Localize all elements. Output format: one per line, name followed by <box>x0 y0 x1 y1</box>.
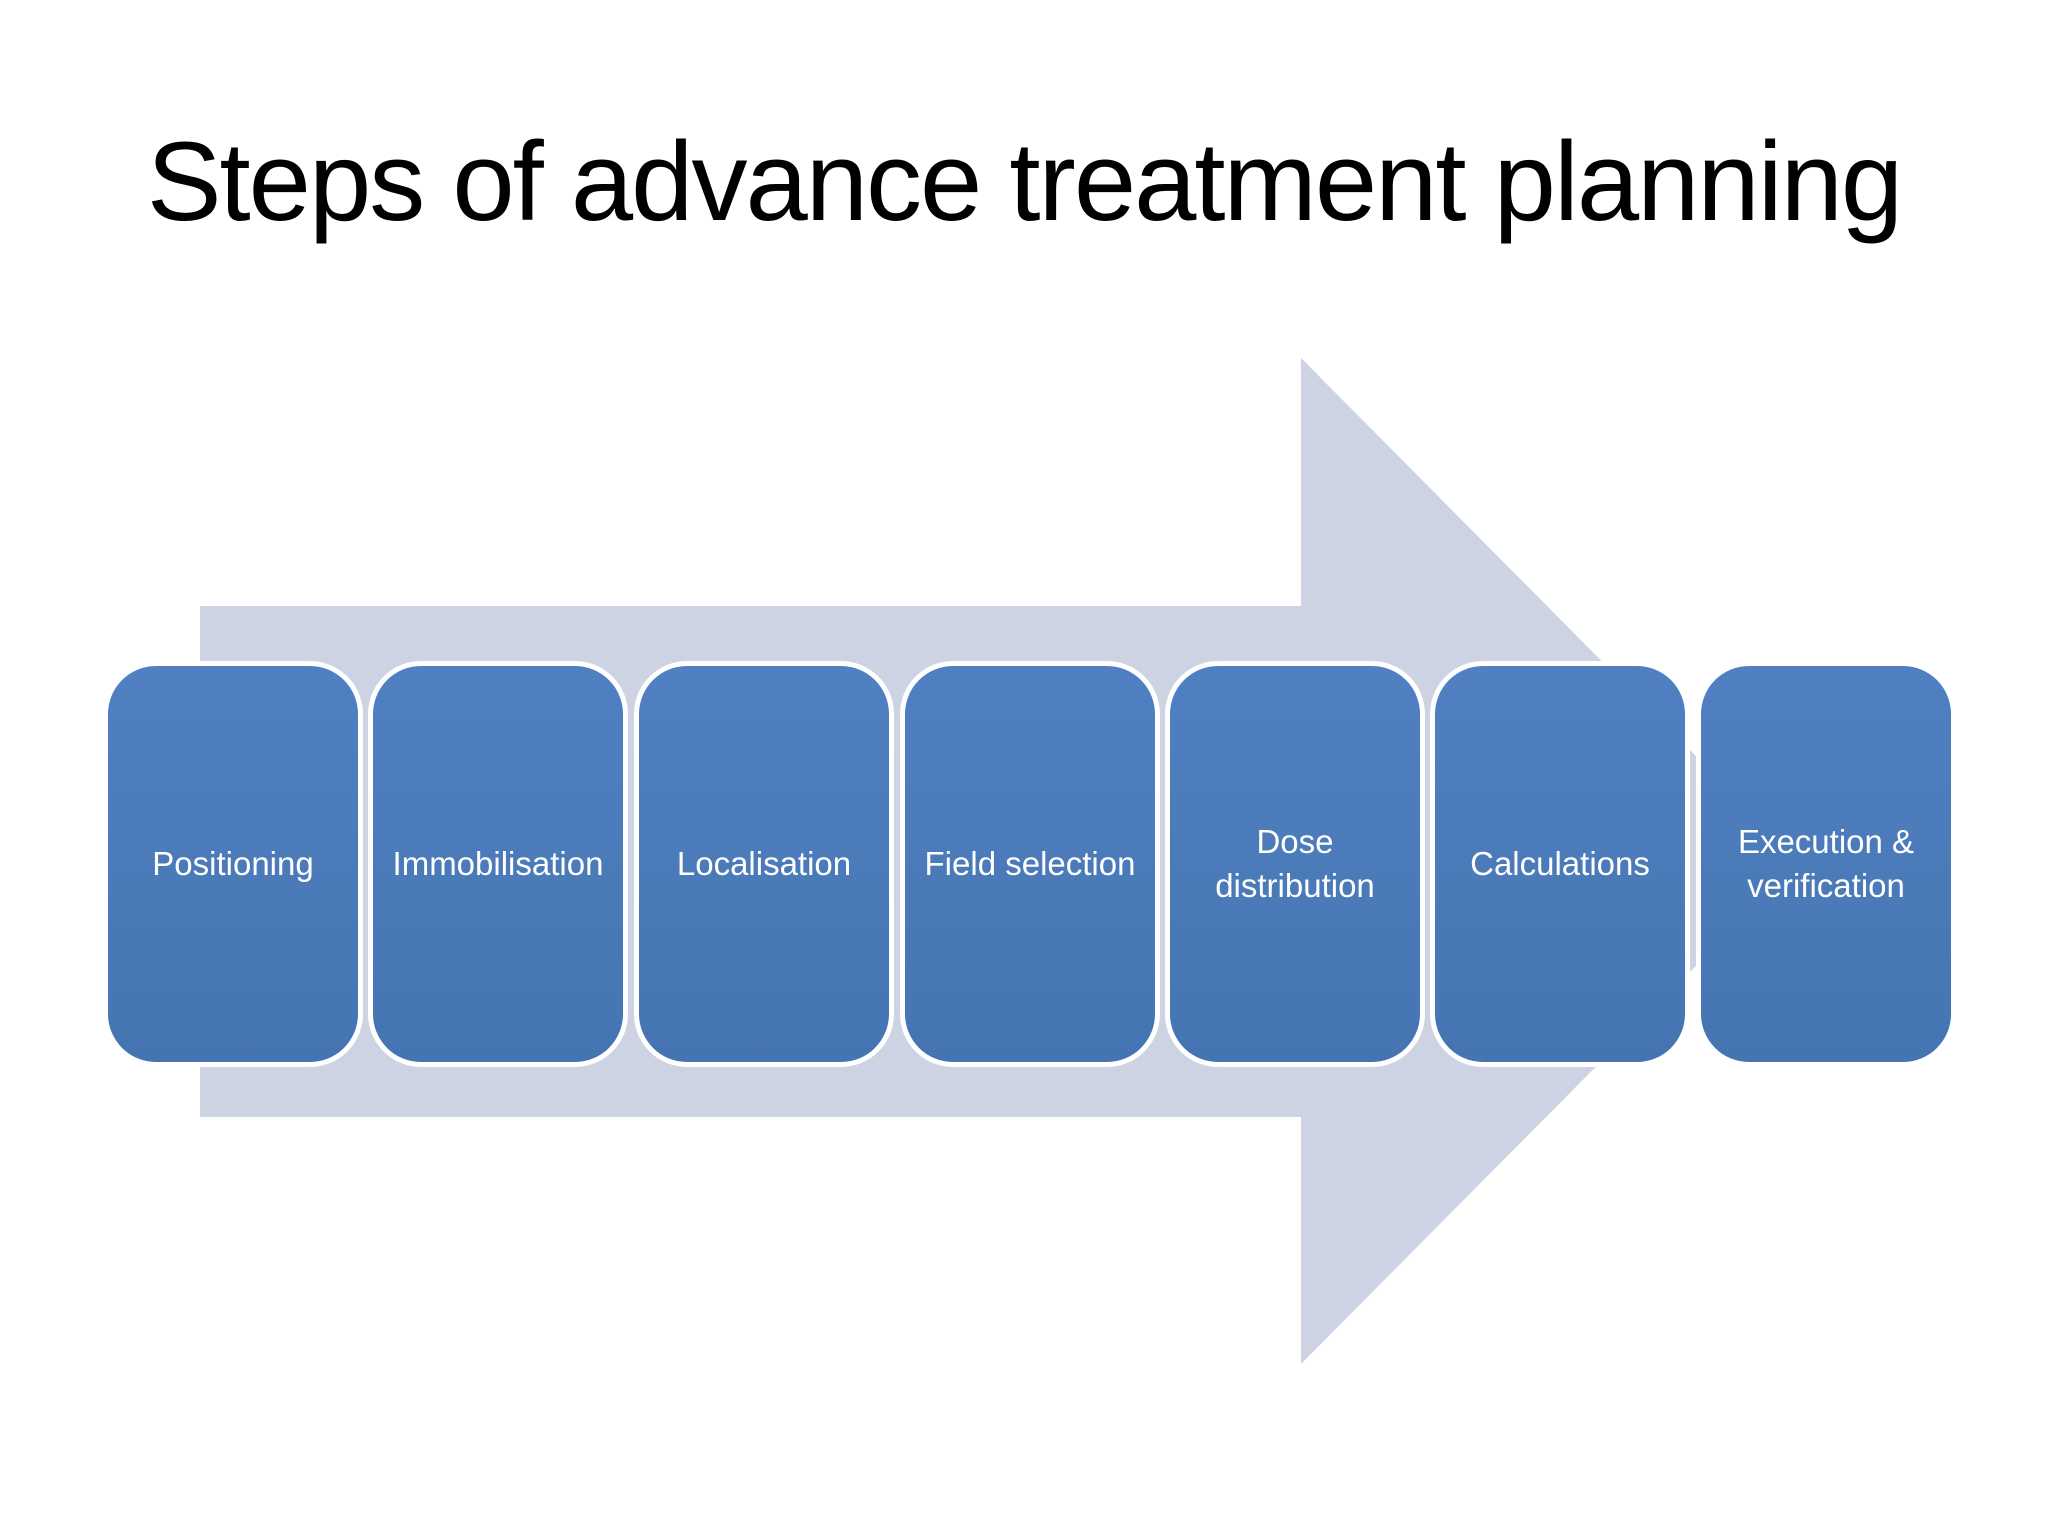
step-label: Field selection <box>924 845 1136 883</box>
step-box-dose-distribution: Dose distribution <box>1165 661 1425 1067</box>
step-box-field-selection: Field selection <box>900 661 1160 1067</box>
step-box-localisation: Localisation <box>634 661 894 1067</box>
step-box-positioning: Positioning <box>103 661 363 1067</box>
step-label: Immobilisation <box>392 845 604 883</box>
step-box-execution-verification: Execution & verification <box>1696 661 1956 1067</box>
step-box-immobilisation: Immobilisation <box>368 661 628 1067</box>
slide-title: Steps of advance treatment planning <box>146 119 1903 244</box>
step-label: Calculations <box>1470 845 1650 883</box>
step-label: Execution & verification <box>1737 823 1915 904</box>
step-label: Dose distribution <box>1215 823 1375 904</box>
step-label: Positioning <box>152 845 314 883</box>
step-label: Localisation <box>676 845 852 883</box>
step-box-calculations: Calculations <box>1430 661 1690 1067</box>
